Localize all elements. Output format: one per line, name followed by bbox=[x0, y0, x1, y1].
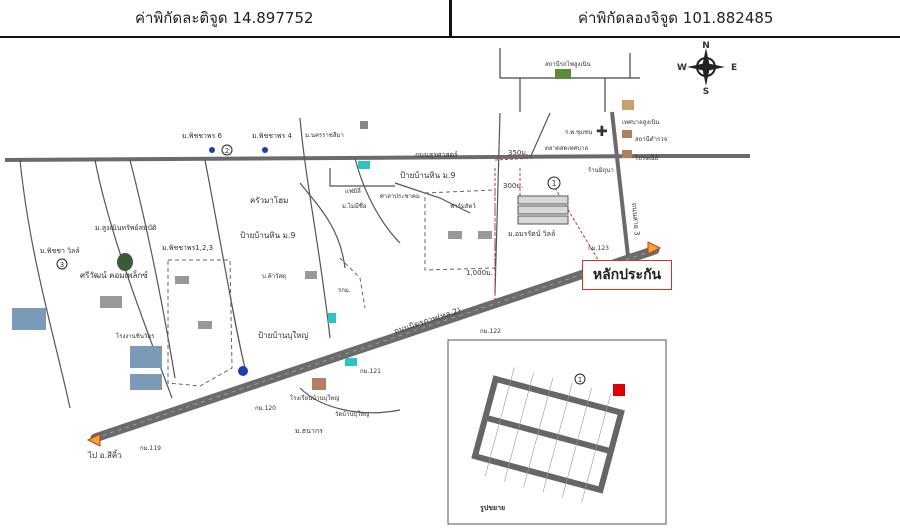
minor-roads bbox=[19, 112, 551, 414]
hospital-cross-icon: ✚ bbox=[596, 124, 608, 140]
rs-label: รกม. bbox=[338, 287, 351, 294]
distance-300: 300ม. bbox=[503, 182, 523, 190]
hardware-label: บ.ค้าวัสดุ bbox=[262, 273, 286, 280]
hospital-label: ร.พ.ชุมชน bbox=[565, 129, 592, 136]
station-area: สถานีรถไฟสูงเนิน bbox=[499, 48, 640, 112]
banyai-label: ป้ายบ้านบุใหญ่ bbox=[258, 331, 309, 340]
upper-road-label: ถนนสุรศาสตร์ bbox=[415, 151, 458, 159]
project-marker: 1 bbox=[551, 179, 556, 188]
arrow-right-icon bbox=[647, 241, 662, 255]
sikhio-direction-label: ไป อ.สีคิ้ว bbox=[87, 449, 122, 460]
collateral-callout: หลักประกัน bbox=[582, 260, 672, 290]
bankhin-label: ป้ายบ้านหิน ม.9 bbox=[400, 171, 456, 180]
latitude-label: ค่าพิกัดละติจูด 14.897752 bbox=[134, 9, 314, 27]
right-road: ถนนสาย 3 bbox=[610, 111, 641, 257]
station-label: สถานีรถไฟสูงเนิน bbox=[545, 60, 591, 68]
distance-350: 350ม. bbox=[508, 149, 528, 157]
pichaya123-label: ม.พิชชาพร1,2,3 bbox=[162, 244, 213, 252]
police-label: สถานีตำรวจ bbox=[635, 135, 667, 143]
amornrat-label: ม.อมรรัตน์ วิลล์ bbox=[508, 230, 555, 238]
km123-label: กม.123 bbox=[588, 245, 609, 252]
compass-n: N bbox=[702, 41, 710, 51]
wat-label: วัดบ้านบุใหญ่ bbox=[335, 410, 369, 418]
sriwat-label: ศรีวัฒน์ คอมเพล็กซ์ bbox=[80, 270, 148, 280]
coordinate-header: ค่าพิกัดละติจูด 14.897752 ค่าพิกัดลองจิจ… bbox=[0, 0, 900, 38]
moo4-label: ม.พิชชาพร 4 bbox=[252, 132, 292, 140]
inset-plan[interactable]: 1 รูปขยาย bbox=[447, 339, 667, 525]
market-label: ตลาดสดเทศบาล bbox=[545, 145, 588, 152]
arrow-left-icon bbox=[86, 433, 101, 447]
longitude-label: ค่าพิกัดลองจิจูด 101.882485 bbox=[448, 0, 900, 36]
bankhin9-label: ป้ายบ้านหิน ม.9 bbox=[240, 231, 296, 240]
collateral-marker bbox=[613, 384, 625, 396]
station-icon bbox=[555, 69, 571, 79]
factory-label: โรงงานชินวัตร bbox=[116, 332, 155, 340]
marker-3: 3 bbox=[60, 261, 64, 269]
pond-icon bbox=[358, 161, 370, 169]
km119-label: กม.119 bbox=[140, 445, 161, 452]
post-icon bbox=[622, 150, 632, 158]
district-icon bbox=[622, 100, 634, 110]
km122-label: กม.122 bbox=[480, 328, 501, 335]
post-label: ไปรษณีย์ bbox=[634, 154, 658, 162]
pichaya-ville-label: ม.พิชชา วิลล์ bbox=[40, 247, 80, 255]
compass-w: W bbox=[677, 63, 687, 73]
thanakorn-label: ม.ธนากร bbox=[295, 427, 323, 435]
project-plot[interactable]: 1 bbox=[517, 176, 569, 225]
maimee-label: ม.ไม่มีชื่อ bbox=[342, 202, 367, 210]
chomsri-label: ม.สูงเนินทรัพย์สมบัติ bbox=[95, 224, 157, 232]
district-label: เทศบาลสูงเนิน bbox=[622, 119, 660, 126]
location-map[interactable]: N S E W สถานีรถไฟสูงเนิน ถนนสุรศาสตร์ ถน… bbox=[0, 38, 900, 532]
seven-label: แฟมิลี่ bbox=[345, 187, 361, 195]
building-icon bbox=[12, 308, 46, 330]
distance-1000: 1,000ม. bbox=[466, 269, 493, 277]
police-icon bbox=[622, 130, 632, 138]
compass-s: S bbox=[703, 87, 709, 97]
right-road-label: ถนนสาย 3 bbox=[630, 202, 641, 235]
kru-label: ครัวมาโฮม bbox=[250, 195, 288, 205]
surasart-road: ถนนสุรศาสตร์ bbox=[4, 151, 750, 162]
inset-label: รูปขยาย bbox=[480, 504, 505, 513]
compass-icon: N S E W bbox=[677, 41, 737, 97]
compass-e: E bbox=[731, 63, 737, 73]
moo6-label: ม.พิชชาพร 6 bbox=[182, 132, 222, 140]
nakorn-label: ม.นครราชสีมา bbox=[305, 131, 344, 139]
km120-label: กม.120 bbox=[255, 405, 276, 412]
landmarks: เทศบาลสูงเนิน สถานีตำรวจ ไปรษณีย์ ✚ ร.พ.… bbox=[12, 100, 667, 452]
inset-marker: 1 bbox=[578, 376, 582, 384]
km121-label: กม.121 bbox=[360, 368, 381, 375]
shop-label: ร้านมิถุนา bbox=[588, 167, 614, 174]
temple2-label: ศาลาประชาคม bbox=[380, 193, 420, 200]
farm-label: ฟาร์มสัตว์ bbox=[450, 202, 476, 210]
distance-lines bbox=[494, 157, 601, 300]
school-label: โรงเรียนบ้านบุใหญ่ bbox=[290, 394, 339, 402]
marker-2: 2 bbox=[225, 147, 229, 155]
